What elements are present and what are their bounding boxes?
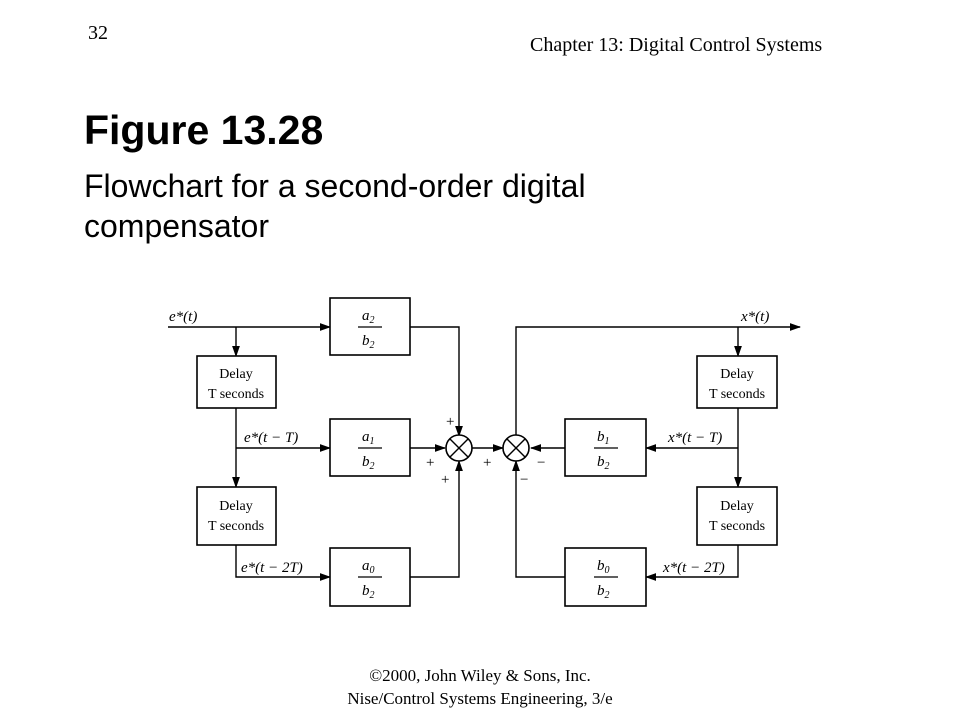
gain-numerator-sub: 0 — [370, 565, 375, 576]
sum1-left-sign: + — [426, 455, 434, 471]
sum1-top-sign: + — [446, 414, 454, 430]
gain-numerator: a — [362, 558, 370, 574]
gain-denominator: b — [362, 583, 370, 599]
delay-seconds-label: T seconds — [208, 387, 264, 402]
signal-output-delay2-label: x*(t − 2T) — [662, 560, 725, 576]
sum2-left-sign: + — [483, 455, 491, 471]
svg-text:b2: b2 — [597, 583, 610, 601]
feedforward-wires — [168, 323, 505, 581]
gain-denominator: b — [597, 583, 605, 599]
svg-text:a0: a0 — [362, 558, 375, 576]
sum1-bottom-sign: + — [441, 472, 449, 488]
signal-input-delay1-label: e*(t − T) — [244, 430, 298, 446]
delay-label: Delay — [219, 499, 252, 514]
gain-numerator-sub: 1 — [605, 436, 610, 447]
signal-output-label: x*(t) — [740, 309, 769, 325]
figure-caption: Flowchart for a second-order digital com… — [84, 168, 586, 244]
chapter-title: Chapter 13: Digital Control Systems — [530, 34, 823, 56]
delay-block-right-1: Delay T seconds — [696, 355, 778, 409]
delay-block-left-1: Delay T seconds — [196, 355, 277, 409]
gain-block-b1-b2: b1 b2 — [564, 418, 647, 477]
delay-label: Delay — [219, 367, 252, 382]
delay-block-right-2: Delay T seconds — [696, 486, 778, 546]
footer-copyright: ©2000, John Wiley & Sons, Inc. — [369, 666, 591, 685]
signal-input-delay2-label: e*(t − 2T) — [241, 560, 303, 576]
footer-book-title: Nise/Control Systems Engineering, 3/e — [347, 689, 613, 708]
gain-numerator-sub: 1 — [370, 436, 375, 447]
gain-numerator: a — [362, 308, 370, 324]
gain-numerator-sub: 0 — [605, 565, 610, 576]
summing-junction-1 — [445, 434, 473, 462]
gain-numerator: b — [597, 429, 605, 445]
delay-seconds-label: T seconds — [208, 519, 264, 534]
delay-block-left-2: Delay T seconds — [196, 486, 277, 546]
gain-block-a0-b2: a0 b2 — [329, 547, 411, 607]
figure-title: Figure 13.28 — [84, 107, 324, 153]
gain-denominator-sub: 2 — [605, 590, 610, 601]
gain-numerator-sub: 2 — [370, 315, 375, 326]
delay-seconds-label: T seconds — [709, 519, 765, 534]
svg-text:b2: b2 — [362, 583, 375, 601]
summing-junction-2 — [502, 434, 530, 462]
gain-denominator-sub: 2 — [605, 461, 610, 472]
signal-input-label: e*(t) — [169, 309, 197, 325]
gain-numerator: a — [362, 429, 370, 445]
gain-numerator: b — [597, 558, 605, 574]
sum2-bottom-sign: − — [520, 472, 528, 488]
gain-denominator-sub: 2 — [370, 590, 375, 601]
svg-text:a2: a2 — [362, 308, 375, 326]
svg-text:b2: b2 — [362, 454, 375, 472]
svg-text:a1: a1 — [362, 429, 375, 447]
signal-output-delay1-label: x*(t − T) — [667, 430, 722, 446]
svg-text:b2: b2 — [362, 333, 375, 351]
delay-seconds-label: T seconds — [709, 387, 765, 402]
delay-label: Delay — [720, 367, 753, 382]
gain-block-b0-b2: b0 b2 — [564, 547, 647, 607]
gain-denominator: b — [597, 454, 605, 470]
delay-label: Delay — [720, 499, 753, 514]
feedback-wires — [512, 323, 802, 581]
gain-denominator-sub: 2 — [370, 340, 375, 351]
svg-text:b0: b0 — [597, 558, 610, 576]
svg-text:b1: b1 — [597, 429, 610, 447]
gain-denominator-sub: 2 — [370, 461, 375, 472]
footer: ©2000, John Wiley & Sons, Inc. Nise/Cont… — [0, 664, 960, 710]
gain-block-a2-b2: a2 b2 — [329, 297, 411, 356]
svg-text:b2: b2 — [597, 454, 610, 472]
sum2-right-sign: − — [537, 455, 545, 471]
page-number: 32 — [88, 22, 108, 44]
gain-block-a1-b2: a1 b2 — [329, 418, 411, 477]
gain-denominator: b — [362, 454, 370, 470]
gain-denominator: b — [362, 333, 370, 349]
